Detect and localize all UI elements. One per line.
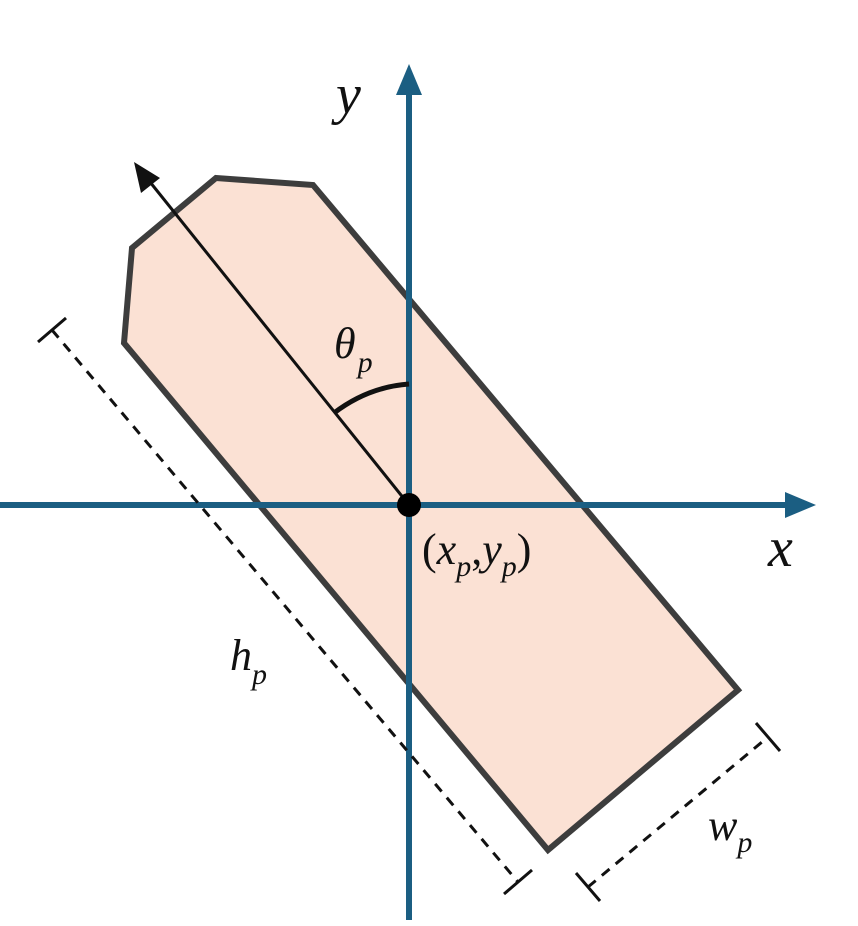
width-dimension-tick-right xyxy=(754,722,782,752)
y-axis-arrowhead xyxy=(396,64,422,95)
heading-arrow-line xyxy=(148,181,411,506)
x-axis-label: x xyxy=(767,517,793,579)
length-label: hp xyxy=(230,631,267,691)
y-axis-label: y xyxy=(331,64,361,126)
origin-point xyxy=(397,493,421,517)
rotated-body-shape xyxy=(120,174,743,855)
width-label: wp xyxy=(708,801,752,859)
length-dimension-line xyxy=(50,329,520,883)
angle-arc xyxy=(332,381,410,415)
angle-label: θp xyxy=(334,319,373,379)
heading-arrowhead xyxy=(134,162,160,193)
length-dimension-tick-bottom xyxy=(503,868,533,896)
width-dimension-line xyxy=(587,735,769,889)
width-dimension-tick-left xyxy=(574,872,602,902)
origin-coordinate-label: (xp,yp) xyxy=(422,525,531,583)
length-dimension-tick-top xyxy=(37,316,67,344)
x-axis-arrowhead xyxy=(785,492,816,518)
